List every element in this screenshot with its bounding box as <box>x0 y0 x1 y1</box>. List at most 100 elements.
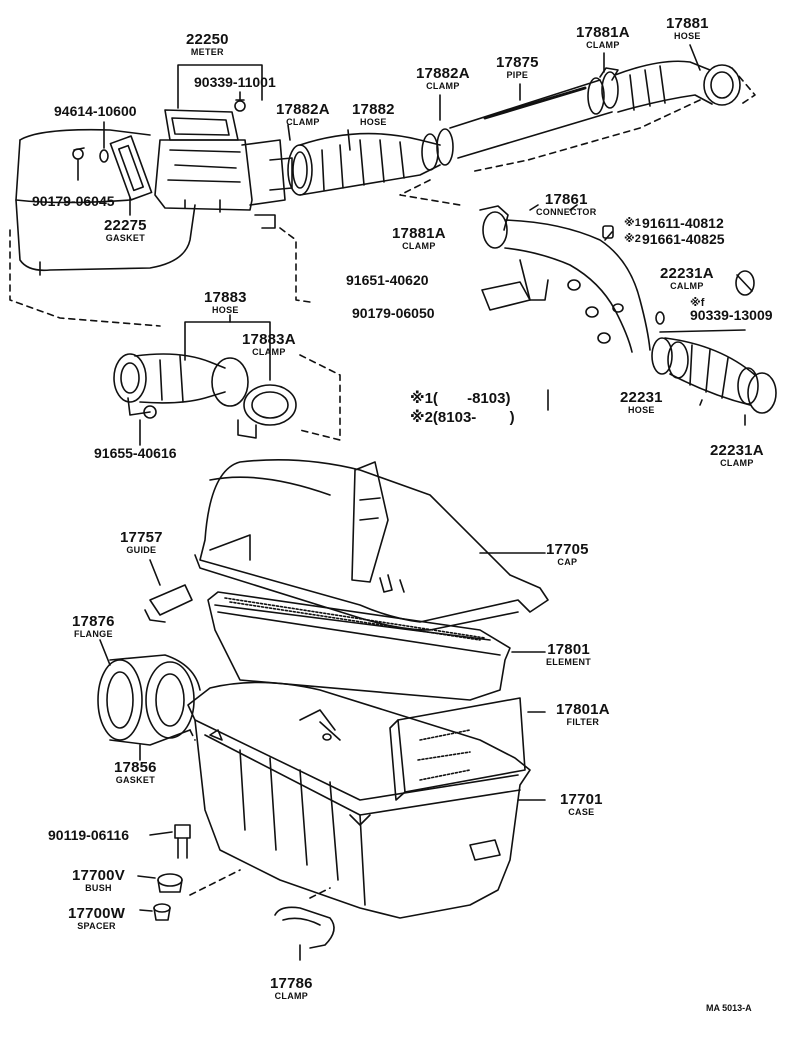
part-name: SPACER <box>77 921 116 931</box>
label-22231A-bottom: 22231A CLAMP <box>710 443 764 468</box>
part-number: 17882A <box>416 65 470 82</box>
part-number: 22231A <box>710 442 764 459</box>
part-name: FLANGE <box>73 629 113 639</box>
intake-housing-outline <box>9 128 196 327</box>
label-17757: 17757 GUIDE <box>120 530 163 555</box>
part-number: 17856 <box>114 759 157 776</box>
part-name: CLAMP <box>426 81 460 91</box>
part-number: 17700V <box>72 867 125 884</box>
part-name: GASKET <box>105 233 146 243</box>
flange-17876 <box>97 654 201 746</box>
label-22231A-top: 22231A CALMP <box>660 266 714 291</box>
part-number: 17881 <box>666 15 709 32</box>
part-name: HOSE <box>360 117 387 127</box>
label-17881A-top: 17881A CLAMP <box>576 25 630 50</box>
part-name: CLAMP <box>720 458 754 468</box>
part-number: 17881A <box>392 225 446 242</box>
part-name: CALMP <box>670 281 704 291</box>
part-number: 17801 <box>547 641 590 658</box>
label-17882A-top: 17882A CLAMP <box>416 66 470 91</box>
guide-17757 <box>144 559 193 623</box>
part-name: HOSE <box>212 305 239 315</box>
part-number: 22275 <box>104 217 147 234</box>
bush-17700V <box>157 873 183 893</box>
part-number: 17875 <box>496 54 539 71</box>
label-17881: 17881 HOSE <box>666 16 709 41</box>
part-number: 22231A <box>660 265 714 282</box>
part-name: CASE <box>568 807 595 817</box>
part-name: BUSH <box>85 883 112 893</box>
label-17801A: 17801A FILTER <box>556 702 610 727</box>
label-22275: 22275 GASKET <box>104 218 147 243</box>
elbow-hose-17881 <box>614 60 741 113</box>
hose-22231 <box>651 337 777 414</box>
bolt-90119 <box>174 824 191 859</box>
label-17876: 17876 FLANGE <box>72 614 115 639</box>
label-17801: 17801 ELEMENT <box>546 642 591 667</box>
part-name: CAP <box>557 557 578 567</box>
part-name: CLAMP <box>402 241 436 251</box>
drawing-code: MA 5013-A <box>706 1003 752 1013</box>
label-17875: 17875 PIPE <box>496 55 539 80</box>
part-name: HOSE <box>674 31 701 41</box>
label-17883A: 17883A CLAMP <box>242 332 296 357</box>
part-number: 17700W <box>68 905 126 922</box>
label-91651-40620: 91651-40620 <box>346 272 429 288</box>
label-22250: 22250 METER <box>186 32 229 57</box>
intake-pipe <box>449 67 619 159</box>
label-17883: 17883 HOSE <box>204 290 247 315</box>
legend-line-2: ※2(8103- ) <box>410 408 515 426</box>
part-name: CLAMP <box>252 347 286 357</box>
legend-box: ※1( -8103) ※2(8103- ) <box>410 390 515 428</box>
mark-1: ※1 <box>624 217 641 229</box>
part-name: FILTER <box>566 717 600 727</box>
air-cleaner-case <box>187 681 531 919</box>
part-number: 17883 <box>204 289 247 306</box>
part-number: 17757 <box>120 529 163 546</box>
label-90179-06045: 90179-06045 <box>32 193 115 209</box>
hose-17883 <box>113 314 297 439</box>
part-number: 17876 <box>72 613 115 630</box>
part-number: 17882 <box>352 101 395 118</box>
label-17701: 17701 CASE <box>560 792 603 817</box>
label-17786: 17786 CLAMP <box>270 976 313 1001</box>
part-name: ELEMENT <box>546 657 592 667</box>
connector-17861 <box>479 205 665 353</box>
label-17881A-mid: 17881A CLAMP <box>392 226 446 251</box>
air-flow-meter <box>72 99 286 229</box>
part-number: 17861 <box>544 191 588 208</box>
part-number: 17881A <box>576 24 630 41</box>
mark-f: ※f <box>690 297 705 309</box>
label-17882: 17882 HOSE <box>352 102 395 127</box>
legend-line-1: ※1( -8103) <box>410 390 511 407</box>
part-number: 17786 <box>270 975 313 992</box>
part-number: 17801A <box>556 701 610 718</box>
part-name: CLAMP <box>274 991 309 1001</box>
mark-2: ※2 <box>624 233 641 245</box>
label-17700W: 17700W SPACER <box>68 906 125 931</box>
part-number: 17883A <box>242 331 296 348</box>
part-number: 22250 <box>186 31 229 48</box>
label-90339-13009: 90339-13009 <box>690 307 773 323</box>
label-17861: 17861 CONNECTOR <box>536 192 597 217</box>
label-94614-10600: 94614-10600 <box>54 103 137 119</box>
label-17882A-left: 17882A CLAMP <box>276 102 330 127</box>
label-91611-40812: 91611-40812 <box>642 215 724 231</box>
part-name: CLAMP <box>286 117 320 127</box>
label-17700V: 17700V BUSH <box>72 868 125 893</box>
spacer-17700W <box>153 903 171 921</box>
label-90119-06116: 90119-06116 <box>48 827 129 843</box>
filter-element <box>207 591 511 701</box>
label-17856: 17856 GASKET <box>114 760 157 785</box>
clamp-17786 <box>274 906 335 961</box>
label-91661-40825: 91661-40825 <box>642 231 725 247</box>
part-number: 17705 <box>546 541 589 558</box>
label-90179-06050: 90179-06050 <box>352 305 435 321</box>
part-number: 17882A <box>276 101 330 118</box>
label-91655-40616: 91655-40616 <box>94 445 177 461</box>
intake-hose <box>269 128 454 196</box>
part-name: CLAMP <box>586 40 620 50</box>
part-name: GASKET <box>115 775 156 785</box>
